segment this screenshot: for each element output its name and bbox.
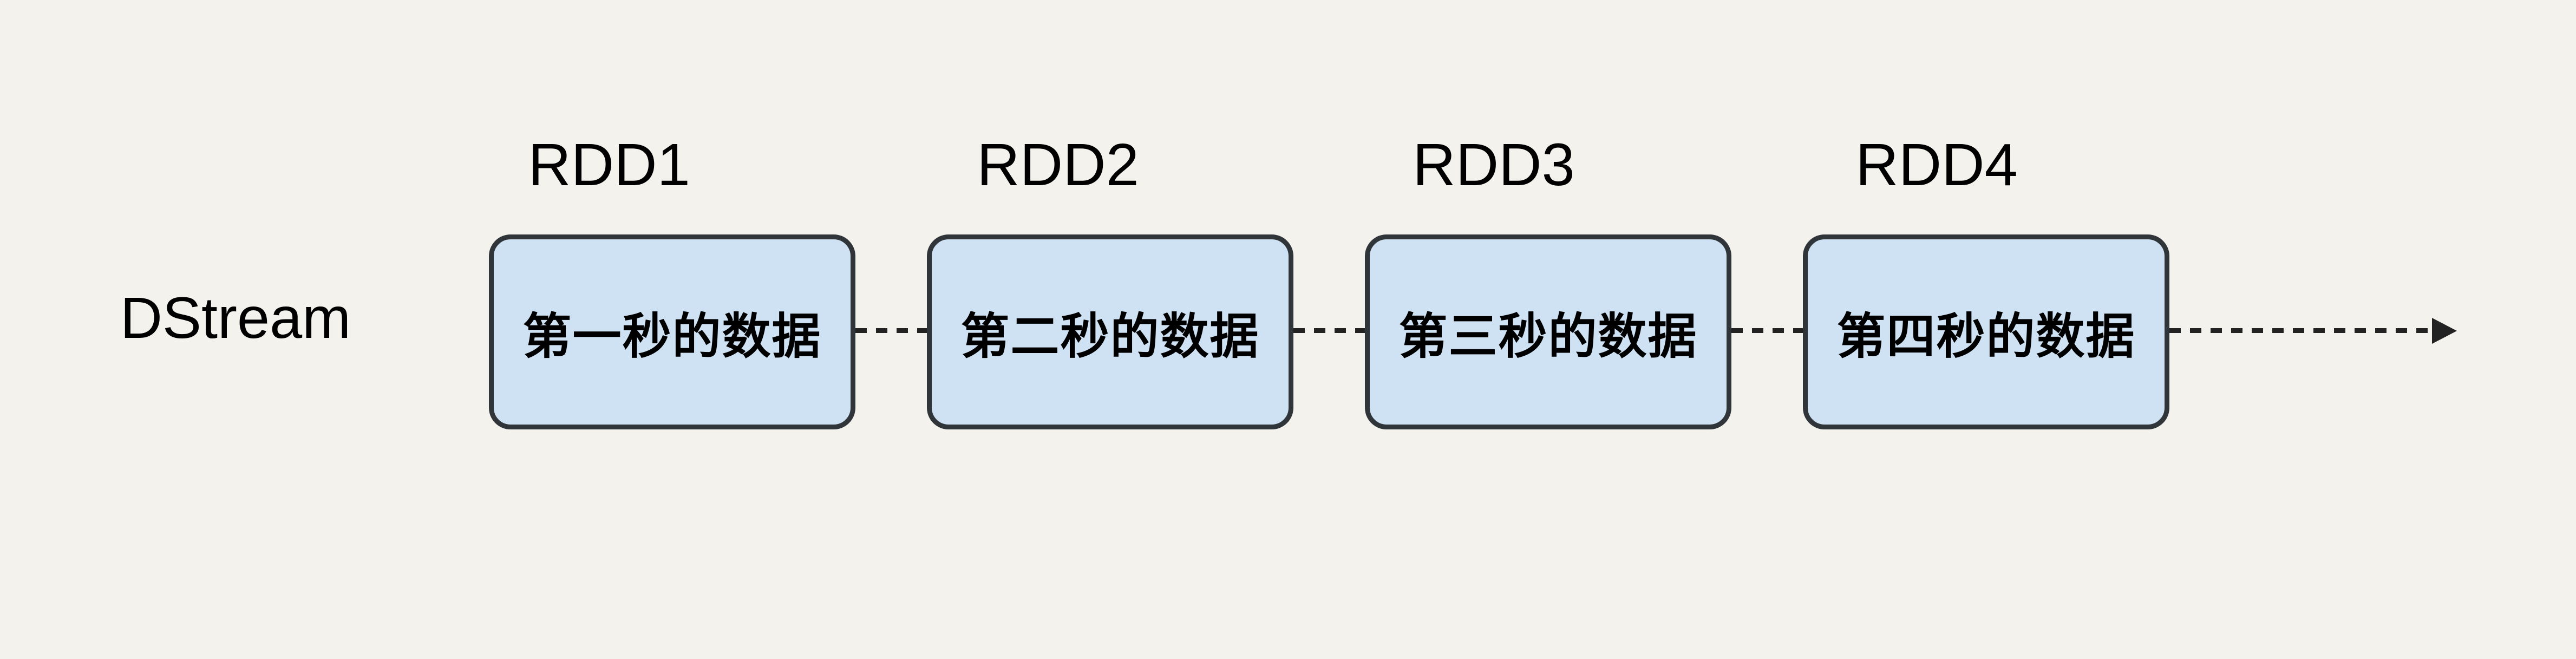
arrowhead-right-icon (2432, 318, 2457, 344)
stream-continuation-line (2169, 328, 2435, 333)
rdd3-label: RDD3 (1413, 132, 1575, 198)
rdd2-label: RDD2 (977, 132, 1139, 198)
rdd3-box-text: 第三秒的数据 (1398, 310, 1698, 364)
rdd1-box: 第一秒的数据 (489, 234, 855, 429)
rdd4-box: 第四秒的数据 (1803, 234, 2169, 429)
rdd2-box: 第二秒的数据 (927, 234, 1293, 429)
dashed-connector-3 (1731, 328, 1803, 333)
rdd4-label: RDD4 (1855, 132, 2018, 198)
dashed-connector-2 (1293, 328, 1365, 333)
rdd1-label: RDD1 (528, 132, 690, 198)
rdd4-box-text: 第四秒的数据 (1836, 310, 2136, 364)
dstream-label: DStream (120, 285, 351, 350)
rdd1-box-text: 第一秒的数据 (522, 310, 822, 364)
rdd2-box-text: 第二秒的数据 (960, 310, 1260, 364)
rdd3-box: 第三秒的数据 (1365, 234, 1731, 429)
dashed-connector-1 (855, 328, 927, 333)
